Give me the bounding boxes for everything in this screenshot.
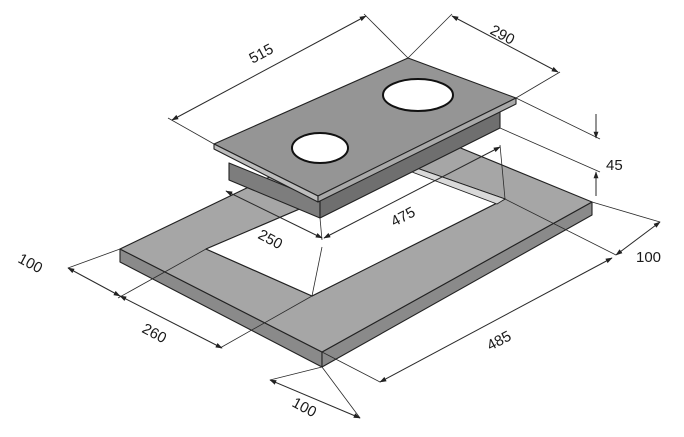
dim-cutout-depth-label: 485 — [484, 328, 514, 355]
dim-line-width — [171, 15, 367, 121]
dim-left-margin-label: 100 — [15, 250, 45, 277]
dim-line-right-margin — [615, 221, 661, 256]
front-burner-icon — [291, 132, 349, 164]
dim-line-left-margin — [67, 267, 121, 297]
dim-line-front-margin — [269, 379, 361, 419]
dim-line-cutout-offset — [225, 190, 323, 239]
dim-line-front-offset — [119, 295, 223, 349]
dim-line-cutout-width — [323, 146, 501, 239]
dim-line-depth — [451, 15, 559, 73]
dim-line-cutout-depth — [379, 257, 613, 383]
dimension-lines — [67, 15, 661, 419]
dim-right-margin-label: 100 — [636, 249, 661, 266]
dim-height-label: 45 — [606, 157, 623, 174]
rear-burner-icon — [382, 78, 454, 112]
dim-width-label: 515 — [246, 41, 276, 68]
extension-lines — [67, 13, 661, 419]
dim-front-margin-label: 100 — [289, 394, 319, 421]
dim-front-offset-label: 260 — [139, 320, 169, 347]
dim-depth-label: 290 — [487, 22, 517, 49]
